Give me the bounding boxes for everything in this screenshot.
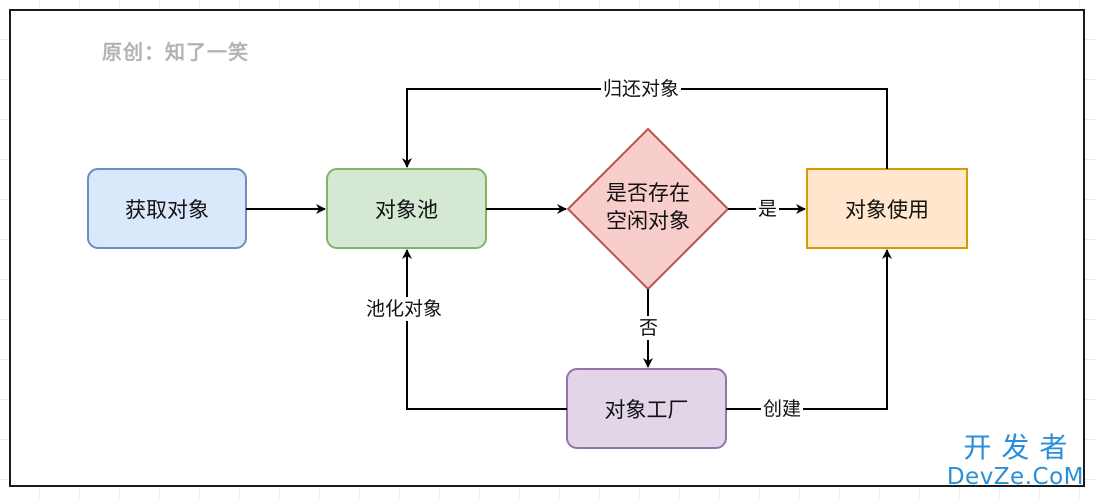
edge-factory-to-pool (402, 249, 567, 410)
credit-text: 原创：知了一笑 (102, 40, 249, 64)
watermark-en: DevZe.CoM (946, 464, 1084, 490)
node-decision-label-line1: 是否存在 (606, 181, 690, 205)
node-acquire-label: 获取对象 (125, 197, 209, 222)
node-object-use: 对象使用 (807, 169, 967, 248)
node-use-label: 对象使用 (845, 197, 929, 222)
node-pool-label: 对象池 (375, 197, 438, 222)
edge-factory-to-use (726, 249, 892, 410)
node-object-pool: 对象池 (327, 169, 486, 248)
node-acquire-object: 获取对象 (88, 169, 246, 248)
edge-label-create: 创建 (761, 397, 804, 421)
node-decision: 是否存在 空闲对象 (568, 179, 728, 235)
edge-label-no: 否 (637, 316, 661, 340)
node-decision-label-line2: 空闲对象 (606, 209, 690, 233)
edge-label-pooling: 池化对象 (364, 297, 445, 321)
watermark-cn: 开发者 (963, 431, 1078, 464)
node-object-factory: 对象工厂 (567, 369, 726, 448)
node-use-shape (806, 168, 968, 249)
edge-label-yes: 是 (756, 197, 780, 221)
watermark-logo: 开发者 DevZe.CoM (946, 431, 1084, 491)
node-factory-label: 对象工厂 (604, 397, 689, 422)
edge-label-return: 归还对象 (601, 77, 682, 101)
